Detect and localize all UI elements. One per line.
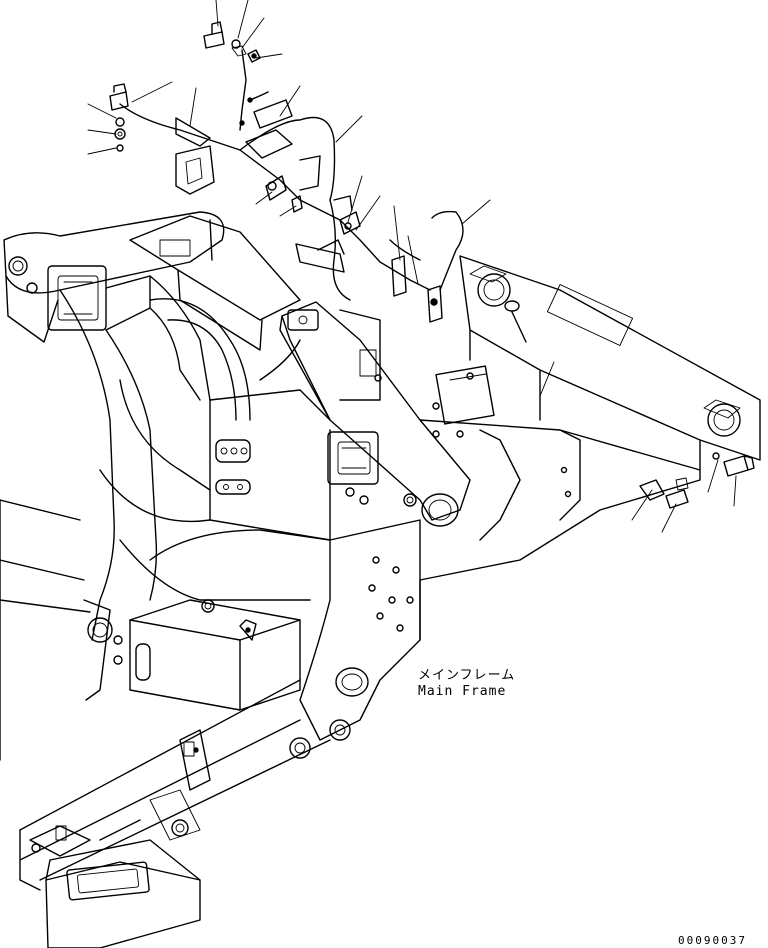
bottom-mount-block: [29, 825, 201, 948]
right-long-rail: [459, 255, 761, 471]
rear-support-leg: [289, 519, 421, 759]
bolts-right: [639, 452, 755, 509]
lower-cross-box: [113, 599, 301, 711]
main-frame-label-ja: メインフレーム: [418, 668, 516, 683]
drawing-number: 00090037: [678, 934, 747, 947]
bottom-diagonal-rail: [19, 679, 331, 891]
right-lower-frame: [339, 309, 701, 581]
wiring-harness: [119, 49, 464, 301]
top-cross-member: [129, 215, 301, 401]
left-side-rail: [0, 289, 158, 761]
center-diagonal-beam: [279, 301, 471, 527]
clamp-brackets-top: [109, 21, 443, 323]
main-frame-label-en: Main Frame: [418, 684, 507, 699]
center-arch-frame: [99, 298, 331, 601]
leader-lines: [87, 0, 737, 533]
